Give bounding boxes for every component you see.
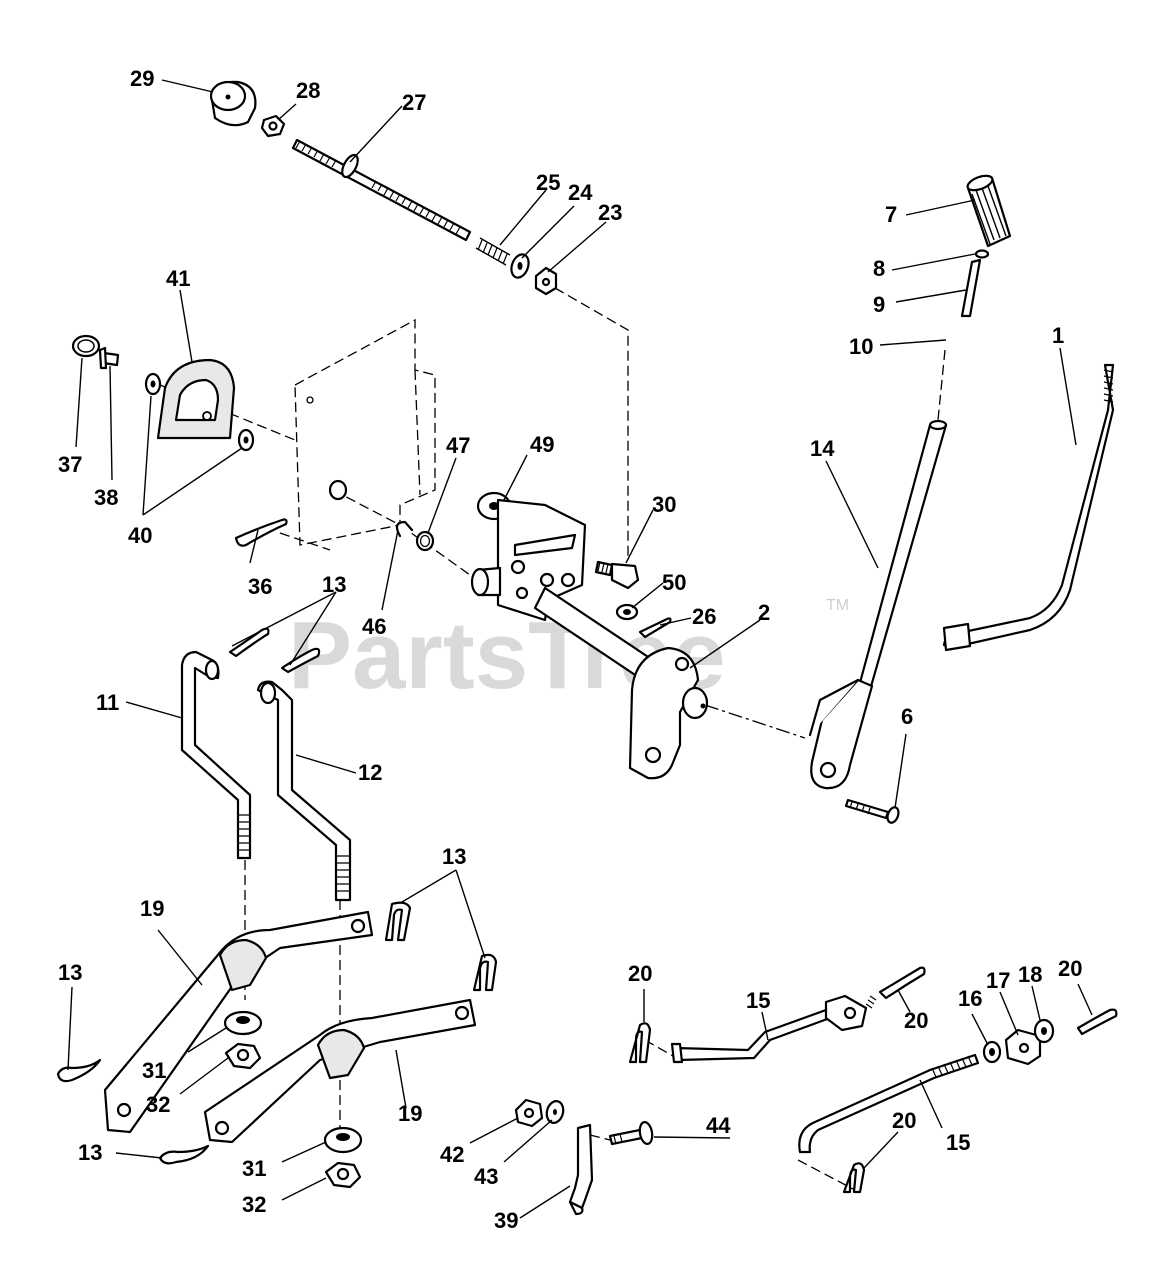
callout-label: 20 [892,1108,916,1133]
callout-label: 44 [706,1113,731,1138]
part-rod-15-upper [670,994,877,1064]
part-nut-16 [982,1040,1002,1064]
part-nut-23 [534,266,558,296]
part-spring [475,237,511,266]
part-washers-40 [144,372,255,452]
part-hairpin-top [228,627,321,674]
callout-label: 19 [140,896,164,921]
part-shaft-assembly [470,498,709,780]
callout-label: 13 [58,960,82,985]
callout-label: 20 [904,1008,928,1033]
callout-label: 11 [96,690,119,715]
frame-panel [294,318,436,546]
part-cotter-26 [638,617,672,639]
callout-label: 2 [758,600,770,625]
callout-label: 9 [873,292,885,317]
callout-label: 13 [322,572,346,597]
callout-label: 28 [296,78,320,103]
callout-label: 6 [901,704,913,729]
callout-label: 8 [873,256,885,281]
part-washer-43 [545,1100,565,1124]
part-lift-arm-upper [103,910,374,1134]
callout-label: 26 [692,604,716,629]
part-nut-28 [260,114,286,138]
part-ring-47 [415,530,435,552]
part-bolt-38 [98,346,120,370]
part-pins-20 [628,966,1118,1194]
callout-label: 13 [442,844,466,869]
callout-label: 15 [746,988,770,1013]
callout-label: 36 [248,574,272,599]
part-bracket-41 [156,358,236,440]
callout-label: 27 [402,90,426,115]
callout-label: 12 [358,760,382,785]
part-washer-24 [510,253,530,279]
part-lift-arm-lower [203,998,477,1144]
callout-label: 17 [986,968,1010,993]
callout-label: 37 [58,452,82,477]
callout-label: 39 [494,1208,518,1233]
part-clip-36 [234,518,288,547]
callout-label: 49 [530,432,554,457]
part-pin-9 [960,258,982,318]
part-bushings-31-32 [223,1010,363,1189]
callout-labels: 29 28 27 25 24 23 7 8 9 10 1 41 37 38 40… [58,66,1082,1233]
part-nut-42 [514,1098,544,1128]
callout-label: 46 [362,614,386,639]
part-rod-11 [180,650,252,860]
callout-label: 32 [146,1092,170,1117]
callout-label: 41 [166,266,190,291]
part-knob [209,80,257,127]
callout-label: 31 [242,1156,266,1181]
callout-label: 40 [128,523,152,548]
part-shift-lever [808,419,948,790]
callout-label: 31 [142,1058,166,1083]
part-pin-44 [608,1121,654,1146]
part-rod-12 [256,680,352,902]
callout-label: 38 [94,485,118,510]
callout-label: 20 [628,961,652,986]
part-grip [966,174,1012,248]
part-pin-8 [974,249,990,259]
callout-label: 47 [446,433,470,458]
part-block-17 [1004,1028,1042,1066]
callout-label: 29 [130,66,154,91]
callout-label: 20 [1058,956,1082,981]
callout-label: 1 [1052,323,1064,348]
callout-label: 7 [885,202,897,227]
callout-label: 30 [652,492,676,517]
part-hairpin-lower [56,901,498,1165]
callout-label: 42 [440,1142,464,1167]
part-threaded-rod [291,138,472,242]
callout-label: 19 [398,1101,422,1126]
part-clip-46 [395,520,414,538]
part-bolt-6 [844,798,900,824]
callout-label: 50 [662,570,686,595]
leader-lines [67,79,1093,1219]
watermark-trademark: TM [826,597,849,614]
part-nut-18 [1033,1018,1055,1044]
part-stud-30 [594,560,640,590]
callout-label: 23 [598,200,622,225]
part-rod-15-lower [798,1053,980,1154]
part-bracket-39 [568,1123,594,1216]
part-ring-37 [71,334,101,358]
callout-label: 14 [810,436,835,461]
callout-label: 18 [1018,962,1042,987]
callout-label: 32 [242,1192,266,1217]
callout-label: 25 [536,170,560,195]
callout-label: 43 [474,1164,498,1189]
callout-label: 16 [958,986,982,1011]
callout-label: 24 [568,180,593,205]
part-washer-50 [615,603,639,621]
part-lift-rod [942,363,1115,652]
callout-label: 13 [78,1140,102,1165]
callout-label: 15 [946,1130,970,1155]
callout-label: 10 [849,334,873,359]
